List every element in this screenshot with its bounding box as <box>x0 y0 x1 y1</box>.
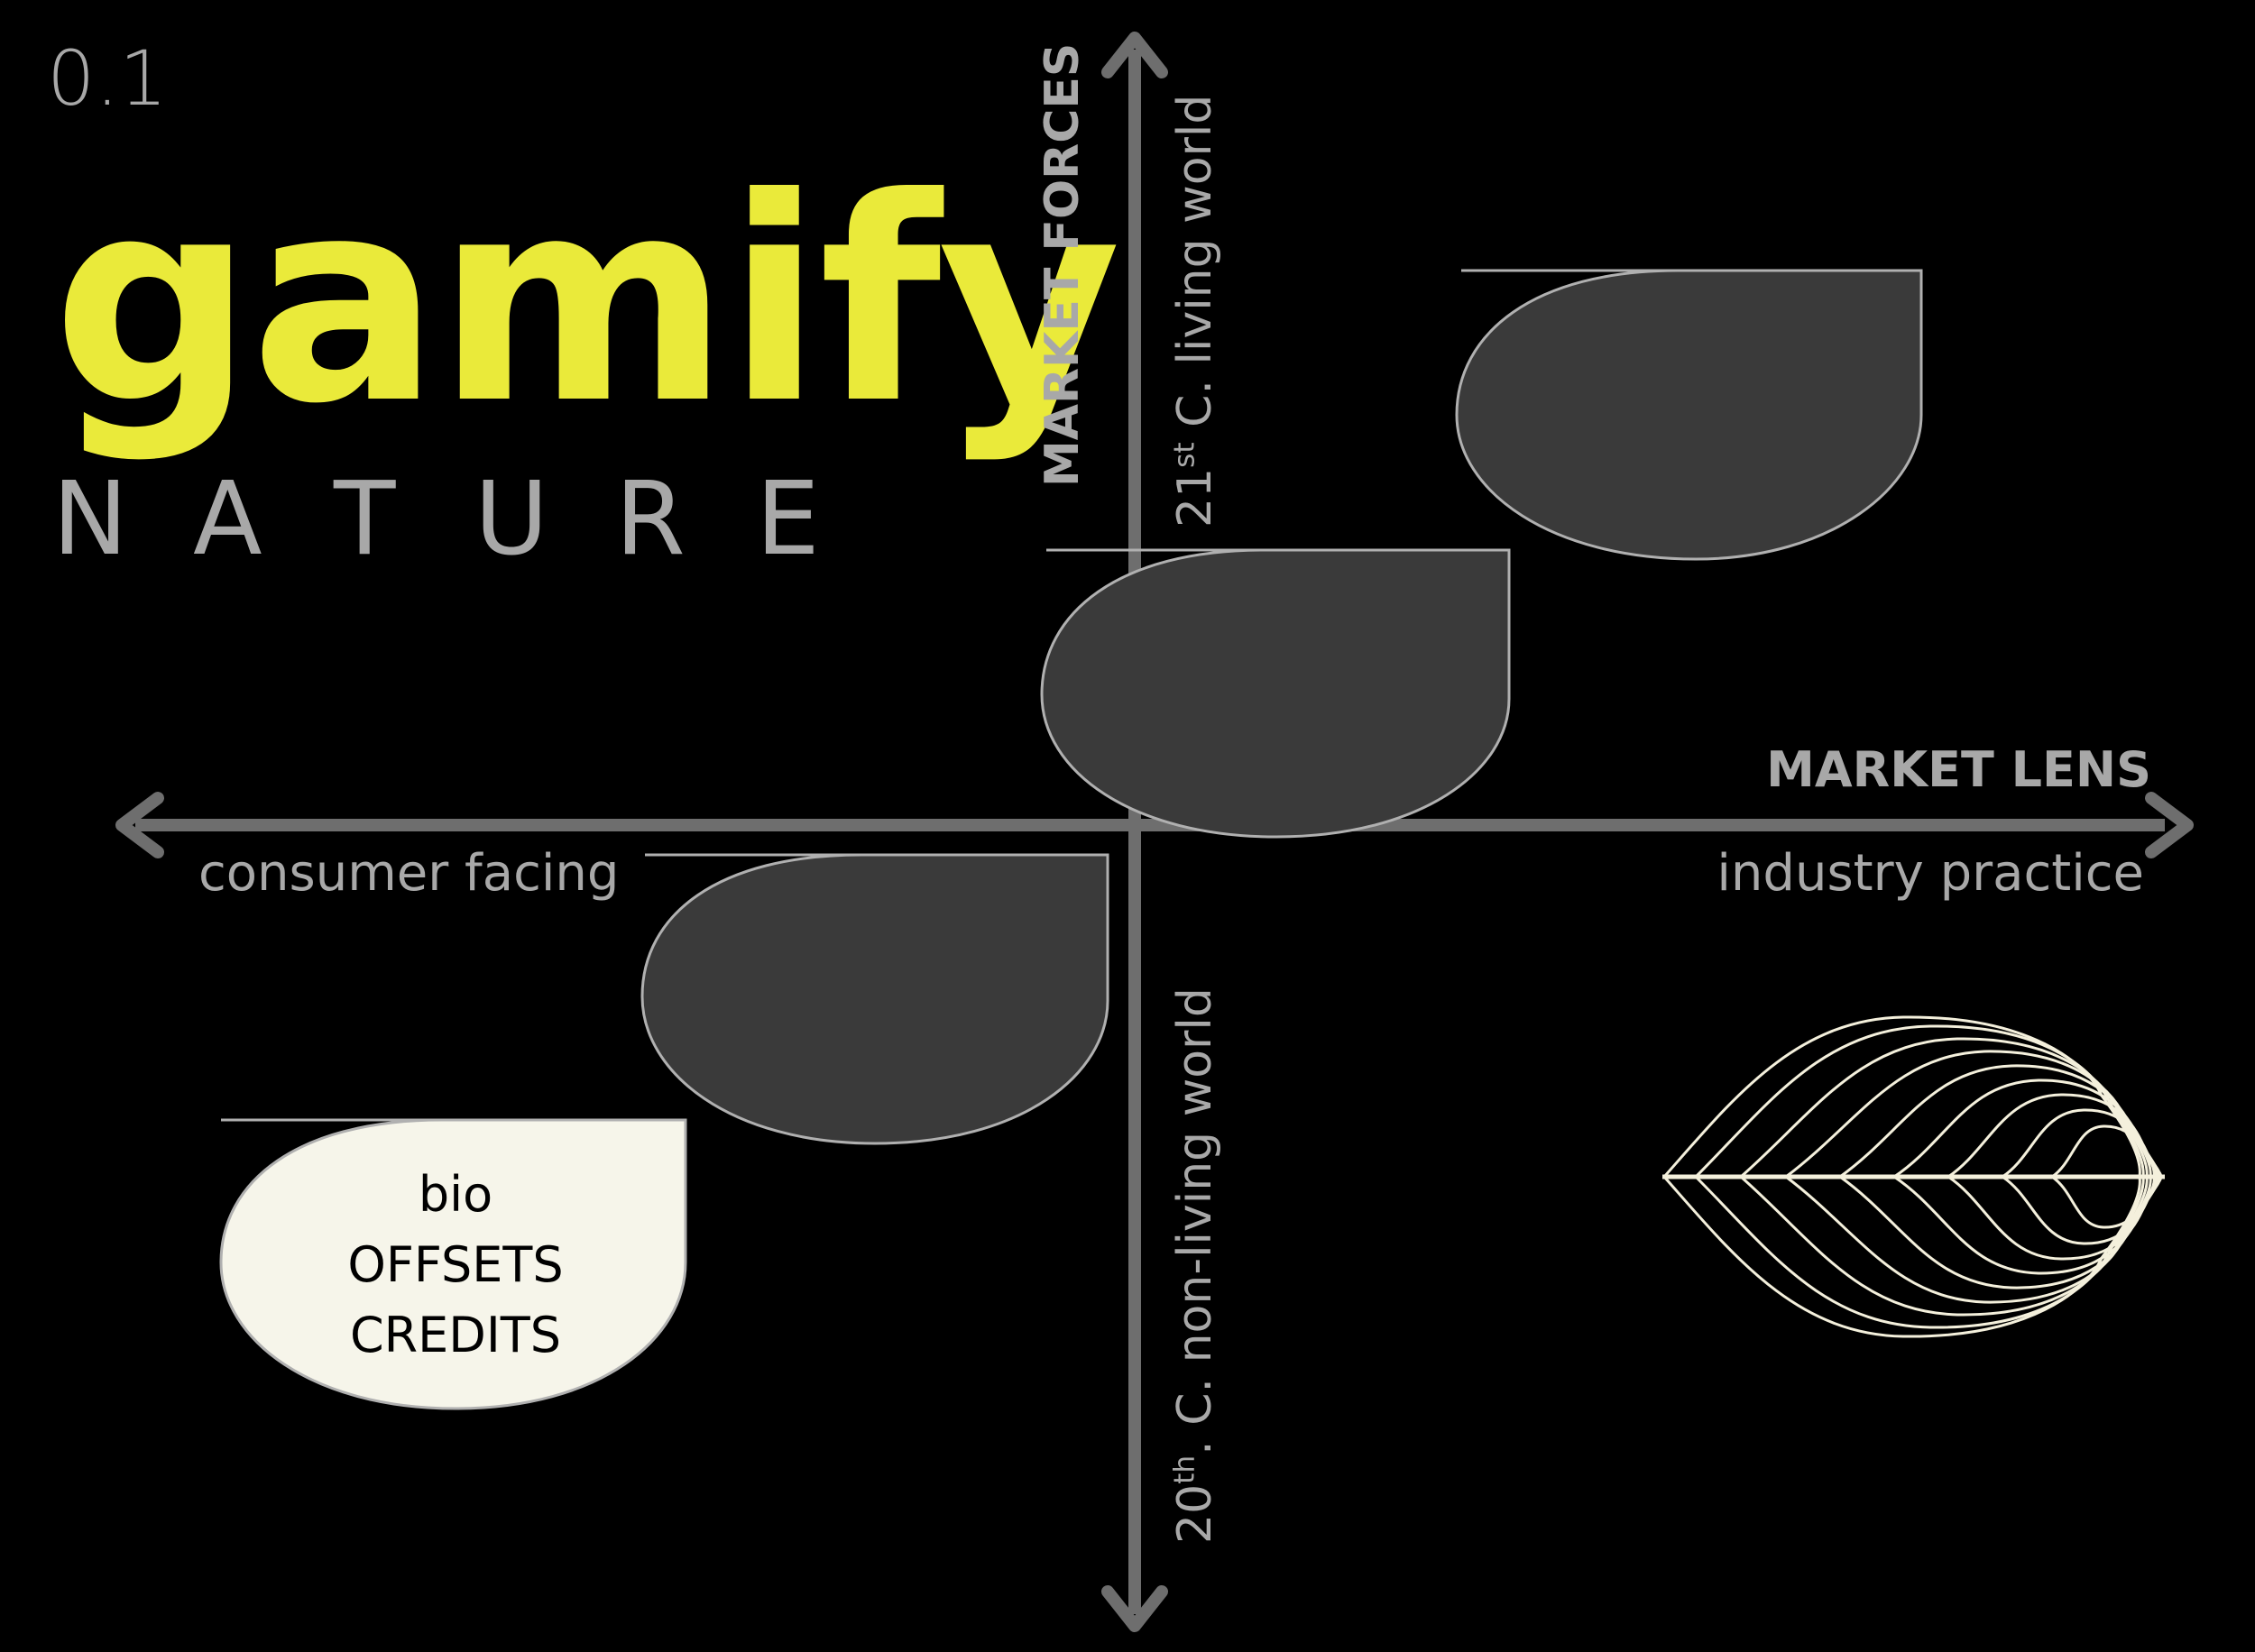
right-arrowhead-icon <box>2145 792 2194 858</box>
logo-title: gamify <box>52 137 1121 465</box>
leaf-lower-left <box>640 853 1109 1145</box>
highlight-line-2: OFFSETS <box>347 1235 564 1293</box>
leaf-highlight <box>219 1118 687 1410</box>
vertical-axis <box>1101 32 1168 1632</box>
leaf-center <box>1040 548 1511 839</box>
top-label-prefix: 21 <box>1168 467 1222 528</box>
horizontal-axis-title: MARKET LENS <box>1766 741 2151 798</box>
version-label: 0.1 <box>47 34 168 123</box>
leaf-top-right <box>1455 269 1923 561</box>
logo-subtitle-letter: A <box>193 461 262 578</box>
leaf-layers-icon <box>1661 1015 2165 1338</box>
bottom-label-suffix: . C. non-living world <box>1168 987 1222 1455</box>
up-arrowhead-icon <box>1101 32 1168 78</box>
logo-subtitle-letter: T <box>334 461 396 578</box>
logo-subtitle-letter: U <box>474 461 548 578</box>
down-arrowhead-icon <box>1101 1585 1168 1632</box>
highlight-line-3: CREDITS <box>349 1307 562 1364</box>
top-label-sup: st <box>1168 442 1201 468</box>
vertical-axis-bottom-label: 20th. C. non-living world <box>1168 987 1222 1544</box>
vertical-axis-title: MARKET FORCES <box>1035 42 1090 487</box>
highlight-line-1: bio <box>418 1165 493 1223</box>
horizontal-axis-right-label: industry practice <box>1717 844 2144 903</box>
highlight-leaf-text: bio OFFSETS CREDITS <box>221 1123 690 1408</box>
left-arrowhead-icon <box>115 792 164 858</box>
logo-subtitle-letter: R <box>615 461 686 578</box>
top-label-suffix: C. living world <box>1168 94 1222 443</box>
horizontal-axis <box>115 792 2194 858</box>
logo-subtitle-letter: E <box>756 461 820 578</box>
horizontal-axis-left-label: consumer facing <box>198 844 620 903</box>
vertical-axis-top-label: 21st C. living world <box>1168 95 1222 528</box>
bottom-label-prefix: 20 <box>1168 1483 1222 1544</box>
logo-subtitle-letter: N <box>52 461 128 578</box>
bottom-label-sup: th <box>1168 1455 1201 1484</box>
